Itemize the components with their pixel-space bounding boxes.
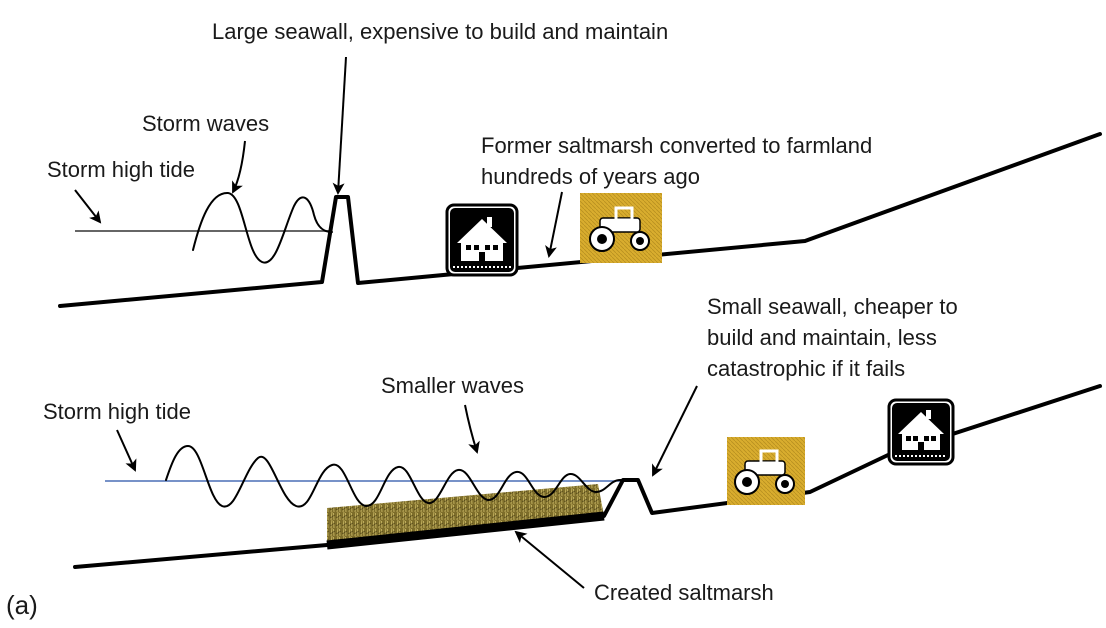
tractor-icon: [727, 437, 805, 505]
tractor-icon: [580, 193, 662, 263]
smaller-waves-arrow: [464, 404, 480, 454]
former-saltmarsh-label-line1: Former saltmarsh converted to farmland: [481, 133, 872, 158]
ground-profile-top: [58, 132, 1102, 308]
saltmarsh-base: [326, 511, 605, 550]
small-seawall-label-line2: build and maintain, less: [707, 325, 937, 350]
house-icon: [445, 203, 519, 277]
house-icon: [887, 398, 955, 466]
small-seawall-arrow: [652, 385, 698, 477]
large-seawall-arrow: [332, 56, 347, 195]
storm-waves-arrow: [232, 140, 246, 194]
saltmarsh-grass-icon: [327, 484, 604, 545]
former-saltmarsh-arrow: [545, 191, 563, 258]
former-saltmarsh-label-line2: hundreds of years ago: [481, 164, 700, 189]
panel-label: (a): [6, 590, 38, 620]
large-seawall-label: Large seawall, expensive to build and ma…: [212, 19, 668, 44]
storm-high-tide-label-bottom: Storm high tide: [43, 399, 191, 424]
smaller-waves-label: Smaller waves: [381, 373, 524, 398]
created-saltmarsh-label: Created saltmarsh: [594, 580, 774, 605]
created-saltmarsh-arrow: [514, 530, 585, 589]
small-seawall-label-line1: Small seawall, cheaper to: [707, 294, 958, 319]
smaller-waves: [165, 445, 639, 508]
small-seawall-label-line3: catastrophic if it fails: [707, 356, 905, 381]
storm-high-tide-label-top: Storm high tide: [47, 157, 195, 182]
storm-high-tide-arrow-top: [74, 189, 102, 224]
storm-waves-label: Storm waves: [142, 111, 269, 136]
storm-waves-top: [192, 191, 333, 264]
storm-high-tide-arrow-bottom: [116, 429, 137, 472]
